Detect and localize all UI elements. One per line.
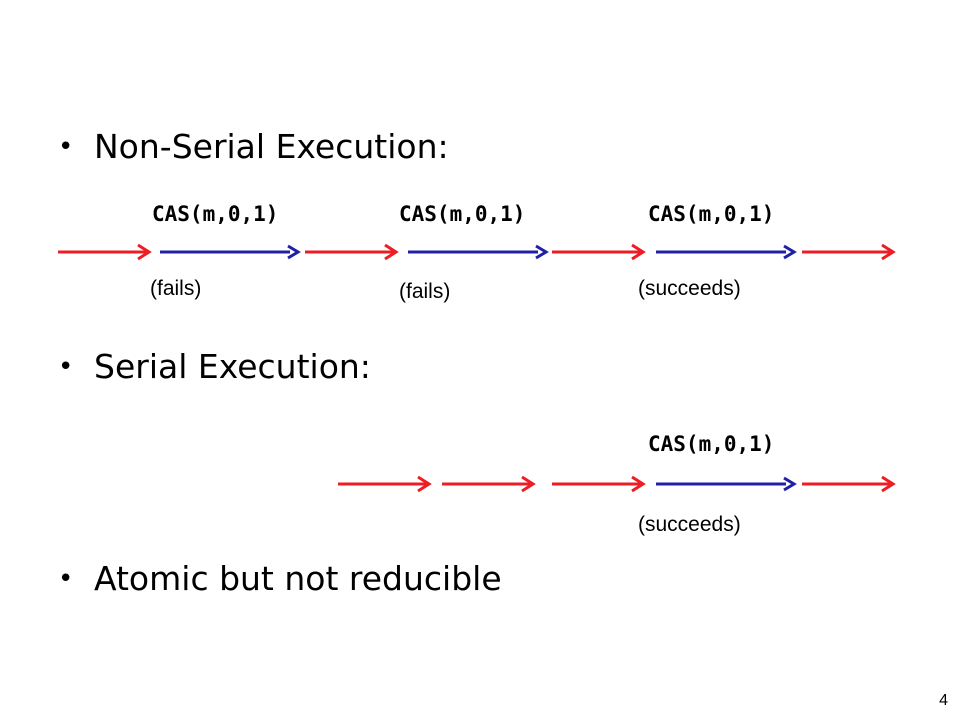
nonserial-op-3: CAS(m,0,1) — [648, 202, 775, 226]
red-arrowhead — [881, 243, 896, 261]
blue-arrowhead — [783, 244, 797, 260]
nonserial-timeline — [58, 243, 896, 261]
red-arrowhead — [881, 475, 896, 493]
red-arrowhead — [384, 243, 399, 261]
nonserial-op-2: CAS(m,0,1) — [399, 202, 526, 226]
serial-op: CAS(m,0,1) — [648, 432, 775, 456]
nonserial-result-1: (fails) — [150, 277, 202, 300]
red-arrowhead — [631, 475, 646, 493]
red-arrowhead — [521, 475, 536, 493]
bullet-atomic: • Atomic but not reducible — [58, 562, 502, 595]
bullet-text: Non-Serial Execution: — [94, 127, 449, 166]
blue-arrowhead — [783, 476, 797, 492]
bullet-dot: • — [58, 132, 74, 162]
nonserial-result-2: (fails) — [399, 280, 451, 303]
bullet-dot: • — [58, 564, 74, 594]
bullet-text: Serial Execution: — [94, 347, 371, 386]
nonserial-op-1: CAS(m,0,1) — [152, 202, 279, 226]
nonserial-result-3: (succeeds) — [638, 277, 741, 300]
bullet-non-serial: • Non-Serial Execution: — [58, 130, 449, 163]
bullet-dot: • — [58, 352, 74, 382]
blue-arrowhead — [287, 244, 301, 260]
red-arrowhead — [631, 243, 646, 261]
blue-arrowhead — [535, 244, 549, 260]
serial-result: (succeeds) — [638, 513, 741, 536]
bullet-serial: • Serial Execution: — [58, 350, 371, 383]
red-arrowhead — [417, 475, 432, 493]
serial-timeline — [338, 475, 896, 493]
page-number: 4 — [939, 692, 948, 709]
red-arrowhead — [137, 243, 152, 261]
bullet-text: Atomic but not reducible — [94, 559, 502, 598]
